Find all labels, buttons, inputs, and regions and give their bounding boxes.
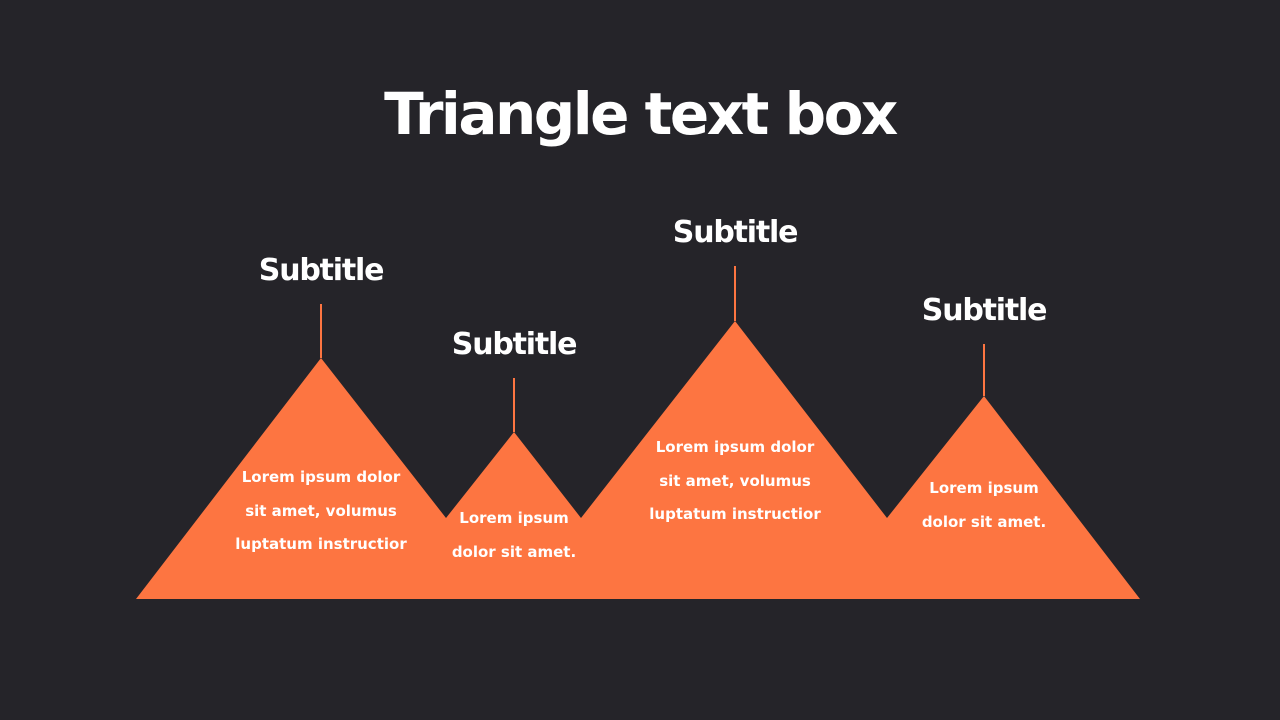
- mountain-range-shape: [136, 321, 1140, 599]
- peak-3-subtitle: Subtitle: [672, 215, 799, 250]
- peak-4-subtitle: Subtitle: [921, 293, 1048, 328]
- peak-3-body-line: luptatum instructior: [649, 505, 821, 523]
- slide-title: Triangle text box: [384, 80, 898, 148]
- peak-3-body-line: sit amet, volumus: [659, 471, 811, 490]
- peak-3-body-line: Lorem ipsum dolor: [655, 438, 815, 456]
- peak-3-body: Lorem ipsum dolor sit amet, volumus lupt…: [635, 431, 835, 532]
- peak-1-body-line: luptatum instructior: [235, 535, 407, 553]
- peak-4-body-line: dolor sit amet.: [921, 512, 1047, 531]
- peak-2-body: Lorem ipsum dolor sit amet.: [414, 502, 614, 569]
- peak-4-body: Lorem ipsum dolor sit amet.: [884, 472, 1084, 539]
- peak-2-body-line: dolor sit amet.: [451, 542, 577, 561]
- peak-2-subtitle: Subtitle: [451, 327, 578, 362]
- peak-1-body-line: sit amet, volumus: [245, 501, 397, 520]
- peak-1-subtitle: Subtitle: [258, 253, 385, 288]
- peak-1-body: Lorem ipsum dolor sit amet, volumus lupt…: [221, 461, 421, 562]
- peak-2-body-line: Lorem ipsum: [459, 509, 569, 527]
- peak-1-body-line: Lorem ipsum dolor: [241, 468, 401, 486]
- peak-4-body-line: Lorem ipsum: [929, 479, 1039, 497]
